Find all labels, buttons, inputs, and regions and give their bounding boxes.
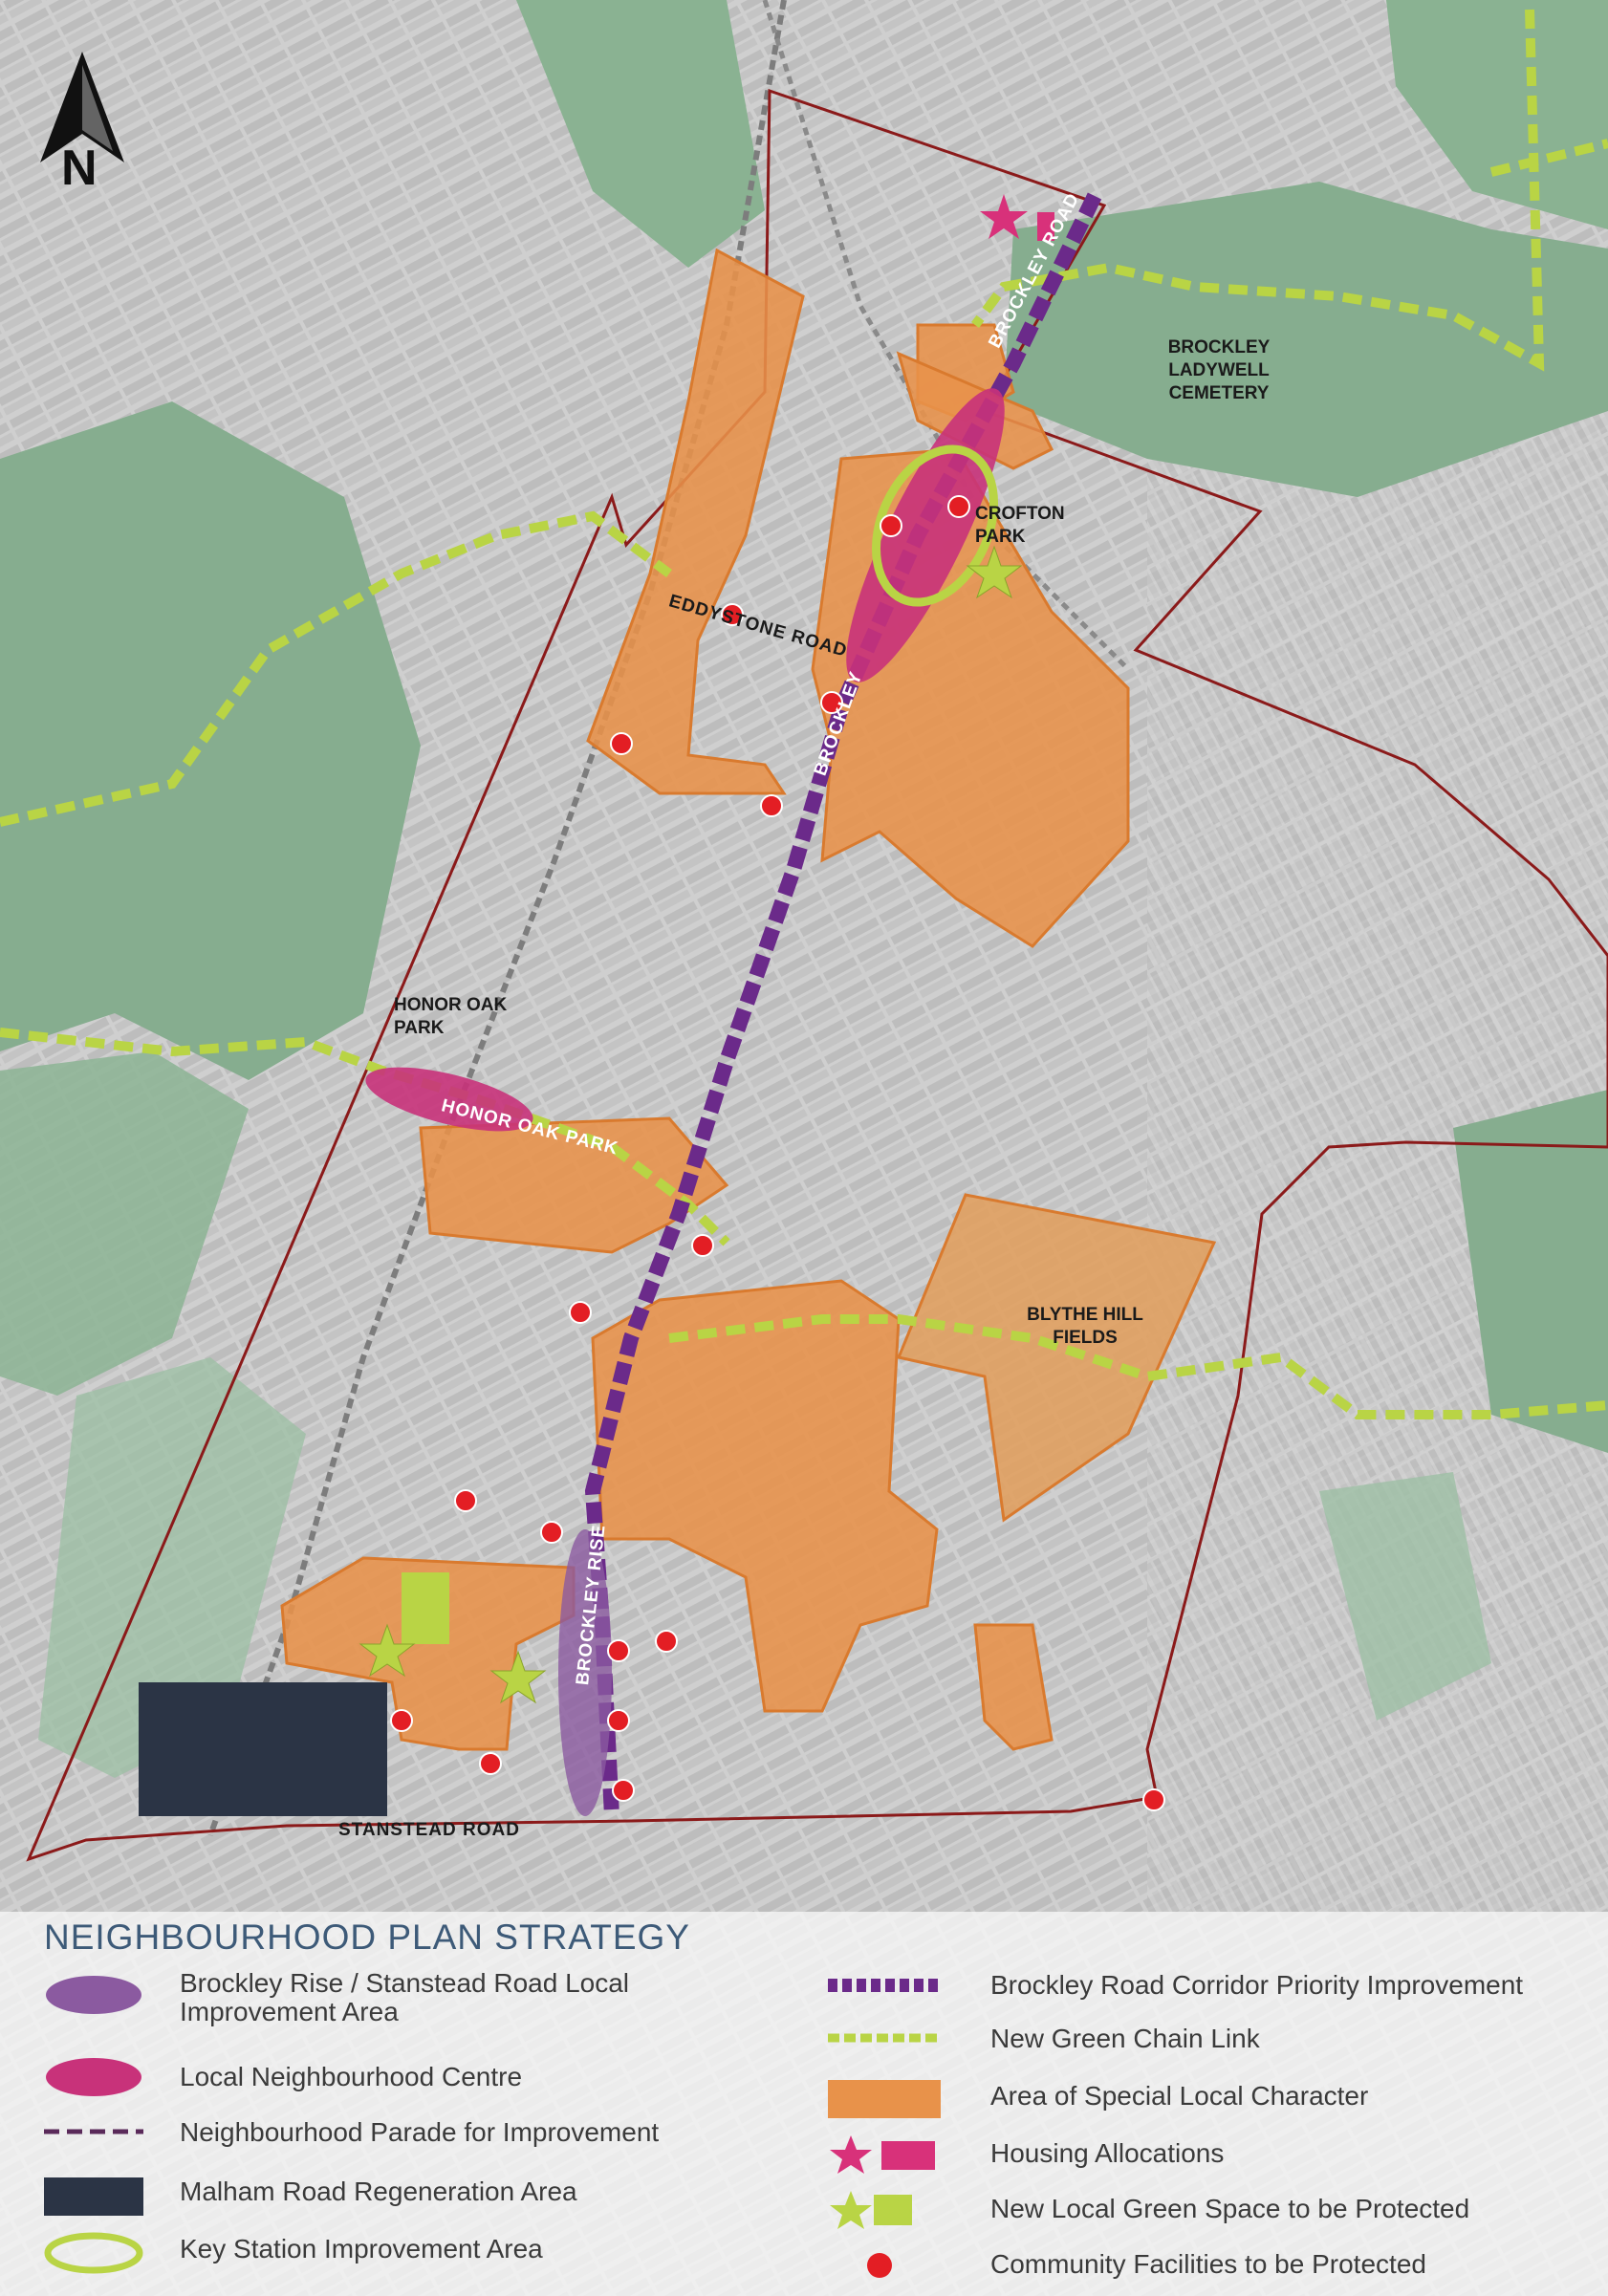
blythe-hill-fields-area — [896, 1193, 1217, 1523]
community-facilities — [390, 495, 1165, 1811]
brockley-rise-improvement-area — [558, 1529, 612, 1816]
special-character-area-honor-oak — [419, 1116, 729, 1254]
north-arrow-icon — [40, 52, 124, 162]
legend-item-neighbourhood-centre-label: Local Neighbourhood Centre — [180, 2062, 523, 2091]
legend-item-green-space-label: New Local Green Space to be Protected — [990, 2194, 1470, 2223]
label-honor-oak-park-area: HONOR OAK PARK — [394, 995, 508, 1038]
housing-allocation-star — [980, 194, 1028, 239]
legend-item-housing-label: Housing Allocations — [990, 2138, 1225, 2168]
special-character-area-central — [591, 1279, 939, 1713]
label-crofton-park: CROFTON PARK — [975, 504, 1065, 547]
green-chain-link-blythe — [668, 1314, 1608, 1419]
housing-allocation-site — [1037, 212, 1054, 241]
legend-item-green-chain-label: New Green Chain Link — [990, 2024, 1260, 2053]
dashed-line-icon — [44, 2129, 143, 2134]
park-north — [516, 0, 765, 268]
neighbourhood-boundary — [26, 88, 1608, 1862]
park-east-lower — [1319, 1472, 1491, 1721]
local-green-space-patch — [402, 1572, 449, 1644]
legend-item-corridor-label: Brockley Road Corridor Priority Improvem… — [990, 1970, 1524, 2000]
park-west-lower — [0, 1051, 249, 1396]
legend-item-key-station-label: Key Station Improvement Area — [180, 2234, 543, 2264]
special-character-area-eddystone — [586, 248, 805, 795]
legend-item-special-character-label: Area of Special Local Character — [990, 2081, 1369, 2111]
green-dash-band-icon — [828, 2033, 941, 2043]
park-southwest-strip — [38, 1357, 306, 1778]
label-brockley-ladywell-cemetery: BROCKLEY LADYWELL CEMETERY — [1167, 337, 1271, 403]
legend-panel — [0, 1912, 1608, 2296]
north-arrow: N — [25, 48, 140, 201]
label-stanstead-road: STANSTEAD ROAD — [338, 1820, 520, 1840]
red-dot-icon — [867, 2253, 892, 2278]
label-blythe-hill-fields: BLYTHE HILL FIELDS — [1027, 1305, 1143, 1348]
park-east — [1453, 1090, 1608, 1453]
green-chain-link-north — [971, 9, 1545, 372]
magenta-ellipse-icon — [46, 2058, 141, 2096]
key-station-improvement-area — [871, 444, 999, 607]
local-neighbourhood-centre-honor-oak — [365, 1067, 533, 1132]
special-character-area-south-strip — [973, 1623, 1054, 1751]
local-green-space-star-west — [359, 1623, 416, 1678]
green-chain-link-west — [0, 510, 672, 827]
brockley-ladywell-cemetery-park — [1004, 182, 1608, 497]
green-ring-icon — [44, 2232, 143, 2274]
legend-item-community-label: Community Facilities to be Protected — [990, 2249, 1426, 2279]
purple-ellipse-icon — [46, 1976, 141, 2014]
dark-rect-icon — [44, 2177, 143, 2216]
local-neighbourhood-centre-crofton — [846, 388, 1005, 682]
legend-item-brockley-rise-label: Brockley Rise / Stanstead Road Local Imp… — [180, 1968, 630, 2026]
orange-rect-icon — [828, 2080, 941, 2118]
purple-dash-band-icon — [828, 1979, 941, 1992]
green-chain-link-northeast — [1489, 139, 1608, 177]
green-star-rect-icon — [830, 2191, 912, 2229]
park-northeast — [1386, 0, 1608, 229]
park-west — [0, 401, 421, 1080]
local-green-space-star-crofton — [966, 545, 1023, 599]
legend-item-malham-label: Malham Road Regeneration Area — [180, 2177, 577, 2206]
north-letter: N — [61, 141, 98, 196]
legend-item-parade-label: Neighbourhood Parade for Improvement — [180, 2117, 660, 2147]
malham-road-regeneration-area — [139, 1682, 387, 1816]
local-green-space-star-east — [489, 1650, 547, 1704]
pink-star-rect-icon — [830, 2135, 935, 2174]
legend-title: NEIGHBOURHOOD PLAN STRATEGY — [44, 1917, 690, 1957]
